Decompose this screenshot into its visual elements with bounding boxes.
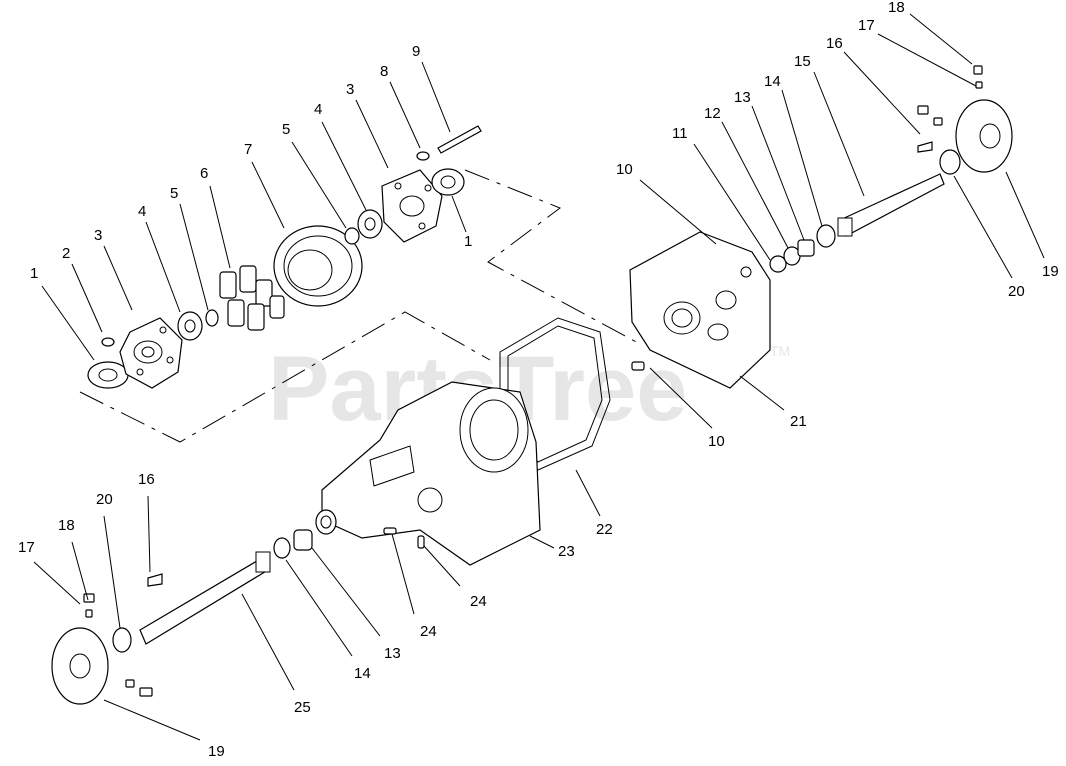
spacer-right (797, 239, 815, 257)
callout-25: 25 (294, 699, 311, 716)
bearing-axle-left (315, 509, 337, 535)
callout-24a: 24 (470, 593, 487, 610)
callout-9: 9 (412, 43, 420, 60)
callout-23: 23 (558, 543, 575, 560)
bearing-left (87, 361, 129, 389)
callout-5: 5 (170, 185, 178, 202)
callout-21: 21 (790, 413, 807, 430)
transaxle-case (321, 381, 541, 566)
callout-19: 19 (1042, 263, 1059, 280)
hub-right (955, 99, 1013, 173)
sun-gear-right (357, 209, 383, 239)
callout-20b: 20 (96, 491, 113, 508)
callout-1: 1 (30, 265, 38, 282)
callout-13: 13 (734, 89, 751, 106)
callout-10a: 10 (616, 161, 633, 178)
callout-6: 6 (200, 165, 208, 182)
nut-right (416, 151, 430, 161)
hub-bolts-right (917, 65, 983, 126)
key-right (917, 141, 933, 153)
assembly-lines (79, 169, 641, 443)
axle-left (139, 551, 271, 645)
washer-hub-right (939, 149, 961, 175)
seal-right (769, 255, 787, 273)
callout-17b: 17 (18, 539, 35, 556)
callout-8: 8 (380, 63, 388, 80)
callout-16: 16 (826, 35, 843, 52)
callout-14b: 14 (354, 665, 371, 682)
callout-3b: 3 (346, 81, 354, 98)
callout-12: 12 (704, 105, 721, 122)
callout-2: 2 (62, 245, 70, 262)
thrust-washer-left (205, 309, 219, 327)
callout-1b: 1 (464, 233, 472, 250)
watermark-trademark: TM (770, 343, 790, 359)
retaining-ring-right (344, 227, 360, 245)
callout-11: 11 (672, 125, 688, 142)
callout-15: 15 (794, 53, 811, 70)
nut-left (101, 337, 115, 347)
dowel-pin (631, 361, 645, 371)
bearing-axle-right (816, 224, 836, 248)
case-screws (383, 527, 425, 549)
washer-hub-left (112, 627, 132, 653)
callout-18b: 18 (58, 517, 75, 534)
bearing-right (431, 168, 465, 196)
planet-gears (219, 265, 285, 331)
callout-13b: 13 (384, 645, 401, 662)
callout-22: 22 (596, 521, 613, 538)
callout-7: 7 (244, 141, 252, 158)
callout-labels: 1 2 3 4 5 6 7 5 4 3 8 9 1 10 11 12 13 14… (18, 0, 1059, 760)
carrier-plate-left (119, 317, 183, 389)
pin (437, 125, 482, 154)
axle-right (837, 173, 945, 237)
ring-gear (273, 225, 363, 307)
sun-gear-left (177, 311, 203, 341)
callout-16b: 16 (138, 471, 155, 488)
callout-3: 3 (94, 227, 102, 244)
key-left (147, 573, 163, 587)
hub-left (51, 627, 109, 705)
carrier-plate-right (381, 169, 443, 243)
callout-5b: 5 (282, 121, 290, 138)
callout-20: 20 (1008, 283, 1025, 300)
callout-4: 4 (138, 203, 146, 220)
housing-cover (629, 231, 771, 389)
callout-24b: 24 (420, 623, 437, 640)
washer-left (273, 537, 291, 559)
callout-18: 18 (888, 0, 905, 16)
callout-4b: 4 (314, 101, 322, 118)
hub-bolts-left (83, 593, 153, 697)
callout-19b: 19 (208, 743, 225, 760)
callout-14: 14 (764, 73, 781, 90)
spacer-left (293, 529, 313, 551)
leader-lines (33, 13, 1045, 741)
callout-17: 17 (858, 17, 875, 34)
callout-10b: 10 (708, 433, 725, 450)
